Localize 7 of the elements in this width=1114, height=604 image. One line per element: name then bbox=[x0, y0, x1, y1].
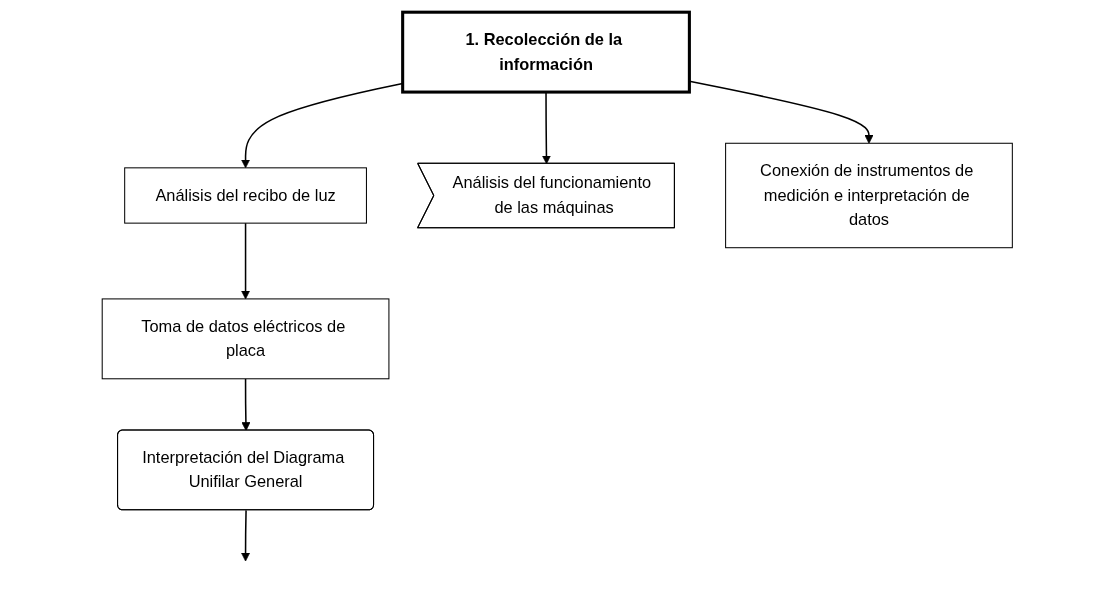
node-box: Conexión de instrumentos de medición e interpretación de datos bbox=[724, 142, 1013, 249]
node-box: Toma de datos eléctricos de placa bbox=[101, 298, 390, 380]
arrow bbox=[240, 509, 250, 562]
arrow bbox=[240, 222, 250, 300]
node-box: 1. Recolección de la información bbox=[400, 10, 691, 94]
node-box: Análisis del recibo de luz bbox=[123, 167, 367, 224]
arrow bbox=[241, 378, 251, 431]
